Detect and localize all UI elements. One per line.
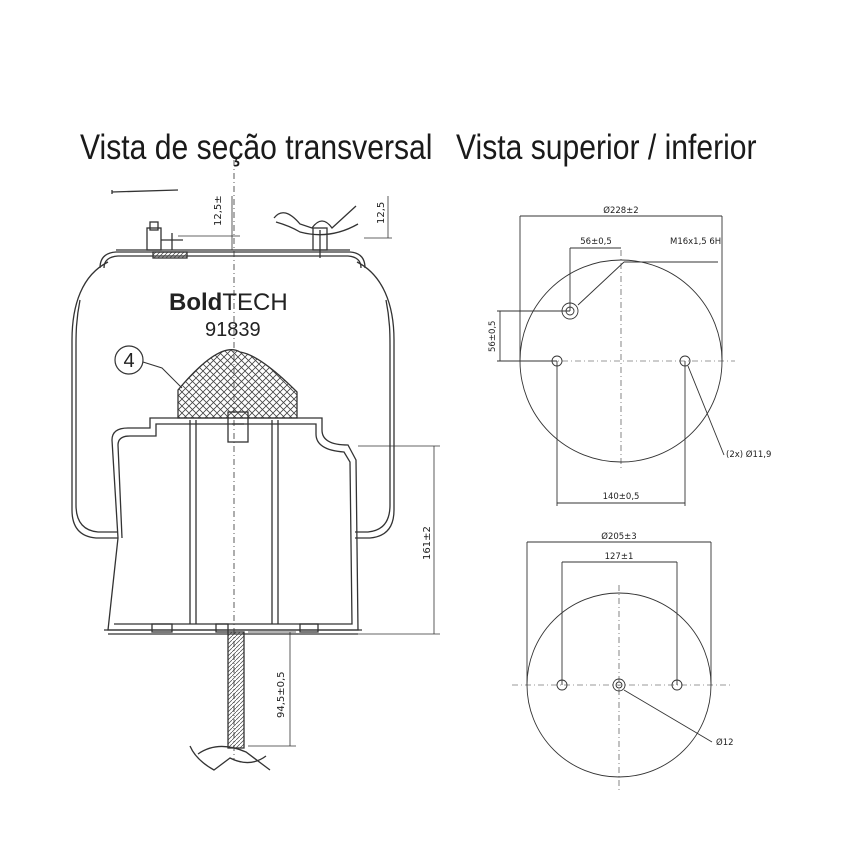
brand-light: TECH [222,289,287,316]
bottom-stud [227,631,245,749]
top-spacing: 140±0,5 [603,492,640,502]
top-retaining-clip [273,205,359,236]
top-view [497,215,735,506]
cross-section-view [71,160,395,771]
bottom-retaining-clip [189,745,271,771]
bellows-outer [71,261,118,539]
top-offset-x: 56±0,5 [580,237,611,247]
section-view-heading: Vista de seção transversal [80,128,433,167]
top-bottom-view-heading: Vista superior / inferior [456,128,757,167]
bumper [177,349,298,419]
bottom-hole: Ø12 [716,737,734,748]
top-offset-y: 56±0,5 [488,321,498,352]
bottom-spacing: 127±1 [605,552,634,562]
bottom-view [512,541,730,790]
section-dimensions [178,196,440,747]
bottom-center-hole [612,678,626,692]
piston-body [107,417,359,631]
top-stud-right [312,227,328,258]
dim-stud: 94,5±0,5 [276,671,287,718]
bottom-diameter: Ø205±3 [601,531,636,542]
callout-number: 4 [123,350,134,372]
svg-text:BoldTECH: BoldTECH [169,289,288,316]
top-holes: (2x) Ø11,9 [726,449,771,460]
brand-bold: Bold [169,289,222,316]
part-number: 91839 [205,319,261,341]
dim-height: 161±2 [422,526,433,560]
top-plate [99,251,366,269]
center-bolt [227,411,249,443]
dim-top-left: 12,5± [213,195,224,226]
top-stud-left [146,221,188,259]
brand-logo: BoldTECH 91839 [169,289,288,341]
top-thread: M16x1,5 6H [670,237,721,247]
top-diameter: Ø228±2 [603,205,638,216]
callout: 4 [114,345,183,389]
dim-top-right: 12,5 [376,202,387,224]
